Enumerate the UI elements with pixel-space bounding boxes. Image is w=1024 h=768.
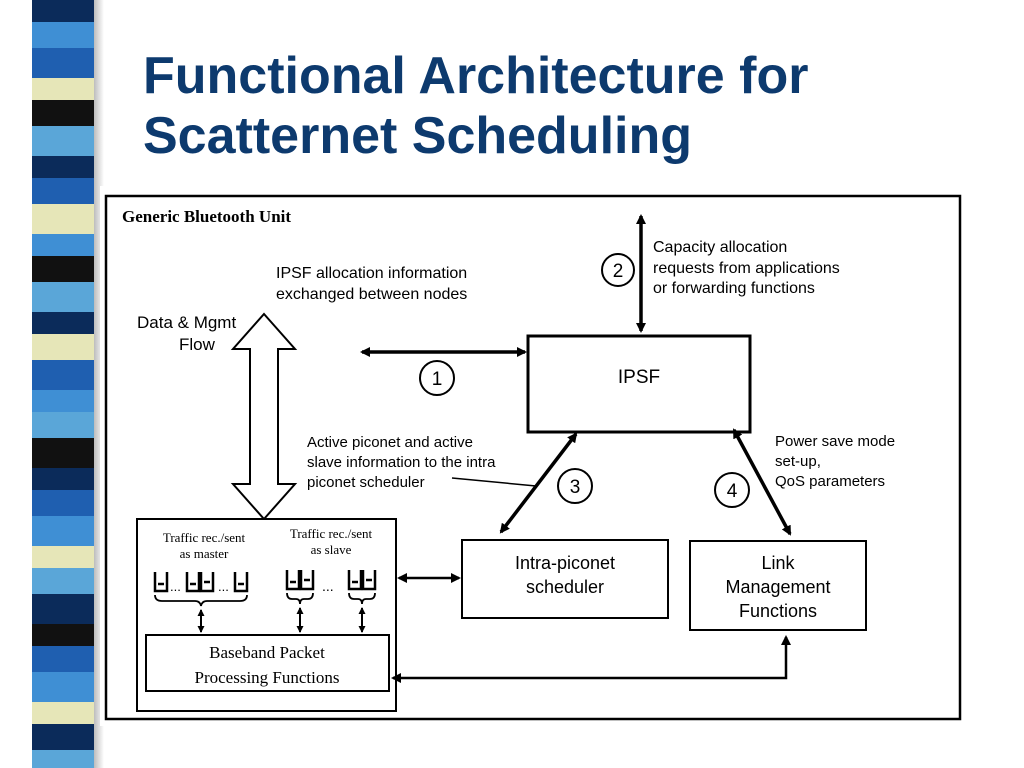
- sidebar-stripe: [32, 702, 94, 724]
- intra-piconet-label-line-1: Intra-piconet: [515, 553, 615, 573]
- intra-piconet-box: [461, 539, 669, 619]
- sidebar-stripe: [32, 0, 94, 22]
- sidebar-stripe: [32, 568, 94, 594]
- sidebar-stripe: [32, 256, 94, 282]
- ipsf-intra-arrow: [499, 432, 578, 534]
- marker-2-label: 2: [613, 261, 624, 282]
- sidebar-stripe: [32, 724, 94, 750]
- sidebar-stripe: [32, 334, 94, 360]
- active-piconet-label-line-3: piconet scheduler: [307, 474, 425, 491]
- ellipsis-master-2: ...: [218, 579, 229, 594]
- sidebar-stripe: [32, 750, 94, 768]
- link-management-label-line-3: Functions: [739, 601, 817, 621]
- frame-label: Generic Bluetooth Unit: [122, 207, 291, 226]
- slide-title-line-2: Scatternet Scheduling: [143, 107, 692, 165]
- ipsf-info-label-line-2: exchanged between nodes: [276, 286, 467, 303]
- link-management-label-line-1: Link: [761, 553, 795, 573]
- marker-3-label: 3: [570, 477, 581, 498]
- traffic-master-label-line-1: Traffic rec./sent: [163, 530, 246, 545]
- sidebar-stripe: [32, 22, 94, 48]
- sidebar-stripe: [32, 672, 94, 702]
- architecture-diagram: Generic Bluetooth Unit Data & Mgmt Flow …: [100, 186, 970, 726]
- ellipsis-slave: ...: [322, 578, 334, 594]
- sidebar-stripe: [32, 438, 94, 468]
- sidebar-stripe: [32, 126, 94, 156]
- baseband-label-line-1: Baseband Packet: [209, 643, 325, 662]
- slide-title-line-1: Functional Architecture for: [143, 47, 809, 105]
- flow-label-line-2: Flow: [179, 335, 216, 354]
- sidebar-stripe: [32, 156, 94, 178]
- baseband-label-line-2: Processing Functions: [195, 668, 340, 687]
- ipsf-link-arrow: [732, 428, 792, 536]
- power-save-label-line-2: set-up,: [775, 453, 821, 470]
- traffic-slave-label-line-1: Traffic rec./sent: [290, 526, 373, 541]
- marker-1-circle: [419, 360, 455, 396]
- sidebar-stripe: [32, 100, 94, 126]
- marker-1-label: 1: [432, 369, 443, 390]
- sidebar-stripe: [32, 78, 94, 100]
- link-management-label-line-2: Management: [725, 577, 830, 597]
- sidebar-stripe: [32, 390, 94, 412]
- capacity-label-line-2: requests from applications: [653, 260, 840, 277]
- flow-label-line-1: Data & Mgmt: [137, 313, 236, 332]
- sidebar-stripe: [32, 178, 94, 204]
- marker-4-label: 4: [727, 481, 738, 502]
- decorative-sidebar: [0, 0, 110, 768]
- active-piconet-label-line-1: Active piconet and active: [307, 434, 473, 451]
- baseband-link-arrow: [391, 635, 791, 683]
- intra-piconet-label-line-2: scheduler: [526, 577, 604, 597]
- sidebar-stripe: [32, 204, 94, 234]
- sidebar-stripes: [32, 0, 94, 768]
- capacity-label-line-1: Capacity allocation: [653, 239, 787, 256]
- active-piconet-pointer: [451, 477, 537, 487]
- traffic-slave-label-line-2: as slave: [311, 542, 352, 557]
- sidebar-stripe: [32, 624, 94, 646]
- sidebar-stripe: [32, 546, 94, 568]
- sidebar-stripe: [32, 490, 94, 516]
- queue-braces: [154, 592, 376, 607]
- sidebar-shadow: [94, 0, 104, 768]
- sidebar-stripe: [32, 312, 94, 334]
- active-piconet-label-line-2: slave information to the intra: [307, 454, 496, 471]
- sidebar-stripe: [32, 48, 94, 78]
- baseband-box: [145, 634, 390, 692]
- sidebar-stripe: [32, 516, 94, 546]
- power-save-label-line-1: Power save mode: [775, 433, 895, 450]
- marker-3-circle: [557, 468, 593, 504]
- capacity-label-line-3: or forwarding functions: [653, 280, 815, 297]
- queue-icons: [153, 570, 377, 593]
- ipsf-info-label-line-1: IPSF allocation information: [276, 265, 467, 282]
- sidebar-stripe: [32, 282, 94, 312]
- sidebar-stripe: [32, 234, 94, 256]
- marker-2-circle: [601, 253, 635, 287]
- power-save-label-line-3: QoS parameters: [775, 473, 885, 490]
- ellipsis-master-1: ...: [170, 579, 181, 594]
- link-management-box: [689, 540, 867, 631]
- slide-title: Functional Architecture for Scatternet S…: [143, 46, 808, 166]
- ipsf-label: IPSF: [618, 367, 660, 388]
- sidebar-stripe: [32, 468, 94, 490]
- generic-unit-frame: [104, 194, 962, 721]
- ipsf-box: [526, 334, 752, 434]
- marker-4-circle: [714, 472, 750, 508]
- sidebar-stripe: [32, 412, 94, 438]
- sidebar-stripe: [32, 594, 94, 624]
- traffic-master-label-line-2: as master: [180, 546, 229, 561]
- sidebar-stripe: [32, 360, 94, 390]
- sidebar-stripe: [32, 646, 94, 672]
